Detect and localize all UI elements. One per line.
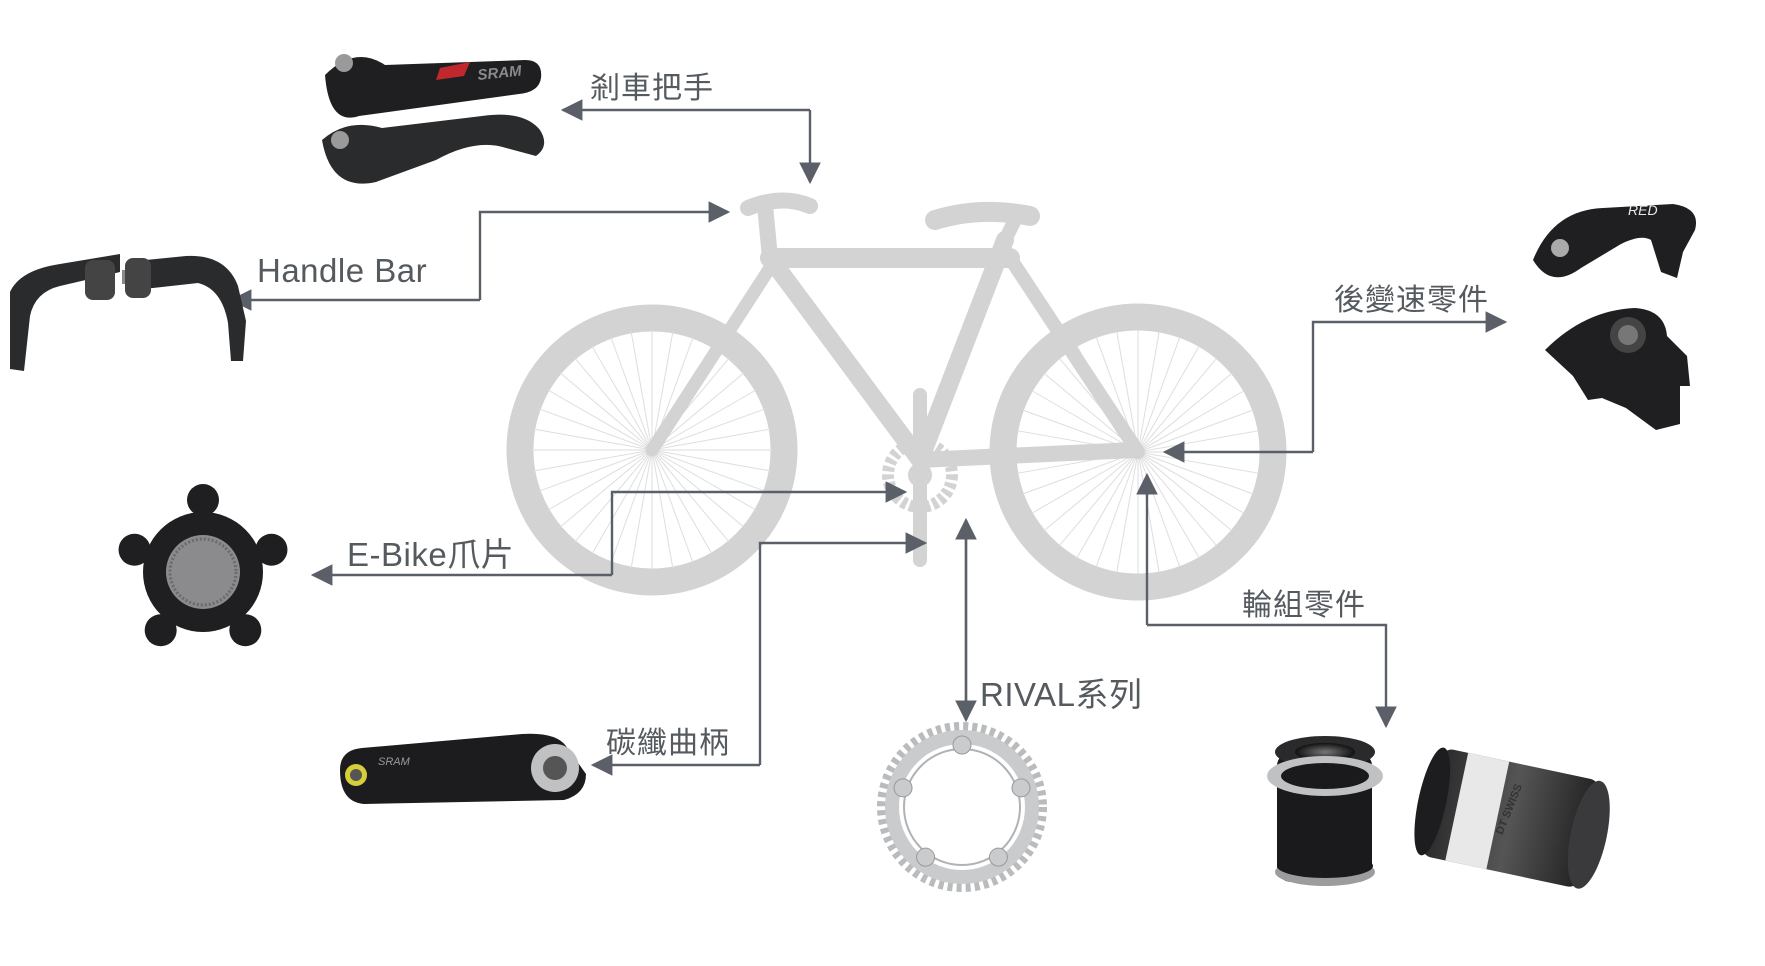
spider-arm: [255, 533, 288, 566]
wheel-spoke: [591, 345, 653, 451]
wheel-spoke: [651, 449, 757, 511]
wheel-spoke: [1137, 451, 1245, 514]
wheel-spoke: [538, 408, 653, 451]
wheel-spoke: [1137, 336, 1181, 453]
spider-arm: [118, 533, 151, 566]
wheel-spoke: [1137, 430, 1259, 453]
wheel-spoke: [630, 449, 653, 569]
wheel-spoke: [651, 389, 757, 451]
wheel-spoke: [547, 449, 653, 511]
wheel-spoke: [651, 449, 745, 528]
bicycle-illustration: [506, 192, 1287, 601]
wheel-spoke: [651, 449, 713, 555]
wheel-spoke: [1076, 451, 1139, 559]
bike-chainring: [882, 437, 958, 513]
wheel-spoke: [1022, 451, 1139, 495]
crank-brand-mark: SRAM: [378, 756, 411, 768]
wheel-spoke: [1095, 451, 1139, 568]
wheel-spoke: [651, 408, 766, 451]
label-ebike-spider: E-Bike爪片: [347, 536, 515, 573]
wheel-spoke: [1137, 345, 1200, 453]
wheel-spoke: [1031, 451, 1139, 514]
wheel-spoke: [533, 449, 653, 472]
wheel-spoke: [1137, 390, 1245, 453]
handle-bar-image: [10, 254, 246, 371]
wheel-spoke: [1137, 358, 1217, 453]
wheel-spoke: [533, 428, 653, 451]
wheel-spoke: [1137, 331, 1160, 453]
label-handle-bar: Handle Bar: [257, 252, 428, 289]
derailleur-brand-mark: RED: [1628, 202, 1658, 218]
chainring-bolt: [916, 847, 936, 867]
wheel-spoke: [651, 449, 674, 569]
wheel-spoke: [630, 331, 653, 451]
wheel-spoke: [1137, 451, 1254, 495]
ebike-spider-image: [118, 484, 288, 647]
label-rival-series: RIVAL系列: [980, 676, 1143, 713]
rival-chainring-image: [877, 722, 1047, 892]
wheel-spoke: [559, 449, 653, 528]
spider-arm: [229, 614, 262, 647]
wheel-spoke: [651, 449, 766, 492]
wheel-spoke: [1137, 451, 1200, 559]
chainring-bolt: [1011, 778, 1031, 798]
wheel-spoke: [1137, 451, 1259, 474]
spider-arm: [144, 614, 177, 647]
wheel-spoke: [559, 372, 653, 451]
wheel-spoke: [651, 449, 730, 543]
wheel-spoke: [1116, 451, 1139, 573]
wheel-spoke: [1031, 390, 1139, 453]
wheel-parts-image: DT SWISS: [1267, 736, 1610, 889]
wheel-spoke: [651, 449, 771, 472]
wheel-spoke: [1044, 451, 1139, 531]
wheel-spoke: [610, 336, 653, 451]
label-carbon-crank: 碳纖曲柄: [606, 726, 730, 761]
brake-lever-brand-mark: SRAM: [477, 62, 523, 84]
label-wheel-parts: 輪組零件: [1242, 588, 1366, 623]
wheel-spoke: [1116, 331, 1139, 453]
wheel-spoke: [1137, 451, 1181, 568]
label-rear-derailleur: 後變速零件: [1334, 283, 1489, 318]
wheel-spoke: [1137, 451, 1232, 531]
wheel-spoke: [547, 389, 653, 451]
chainring-bolt: [952, 735, 972, 755]
rear-derailleur-image: RED: [1533, 202, 1697, 430]
spider-arm: [187, 484, 219, 516]
brake-lever-image: SRAM: [322, 54, 545, 184]
wheel-spoke: [651, 331, 674, 451]
wheel-spoke: [1059, 451, 1139, 546]
wheel-spoke: [538, 449, 653, 492]
chainring-bolt: [988, 847, 1008, 867]
wheel-spoke: [1137, 409, 1254, 453]
wheel-spoke: [1137, 451, 1217, 546]
wheel-spoke: [1137, 373, 1232, 453]
connector-arrows: [229, 99, 1508, 776]
wheel-spoke: [610, 449, 653, 564]
wheel-spoke: [651, 449, 694, 564]
carbon-crank-image: SRAM: [340, 733, 586, 804]
label-brake-lever: 剎車把手: [590, 71, 714, 106]
wheel-spoke: [574, 357, 653, 451]
chainring-bolt: [893, 778, 913, 798]
wheel-spoke: [651, 428, 771, 451]
wheel-spoke: [591, 449, 653, 555]
wheel-spoke: [1137, 451, 1160, 573]
wheel-spoke: [574, 449, 653, 543]
